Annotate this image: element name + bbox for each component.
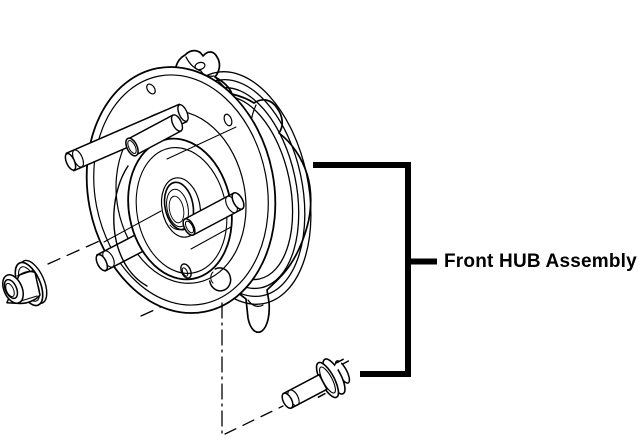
flange-c-notch — [208, 267, 232, 292]
wheel-stud-upper — [64, 103, 189, 172]
face-centerlines — [103, 126, 237, 250]
centerline-bolt-axis — [224, 405, 284, 435]
flange-nut — [2, 259, 48, 307]
hub-bolt — [281, 358, 351, 410]
wheel-stud-upper-short — [125, 114, 184, 157]
flange-holes — [146, 83, 233, 292]
callout-label: Front HUB Assembly — [444, 251, 637, 272]
wheel-stud-lower-right — [182, 192, 245, 236]
callout-bracket — [313, 162, 437, 377]
centerline-notch-axis — [140, 285, 208, 317]
